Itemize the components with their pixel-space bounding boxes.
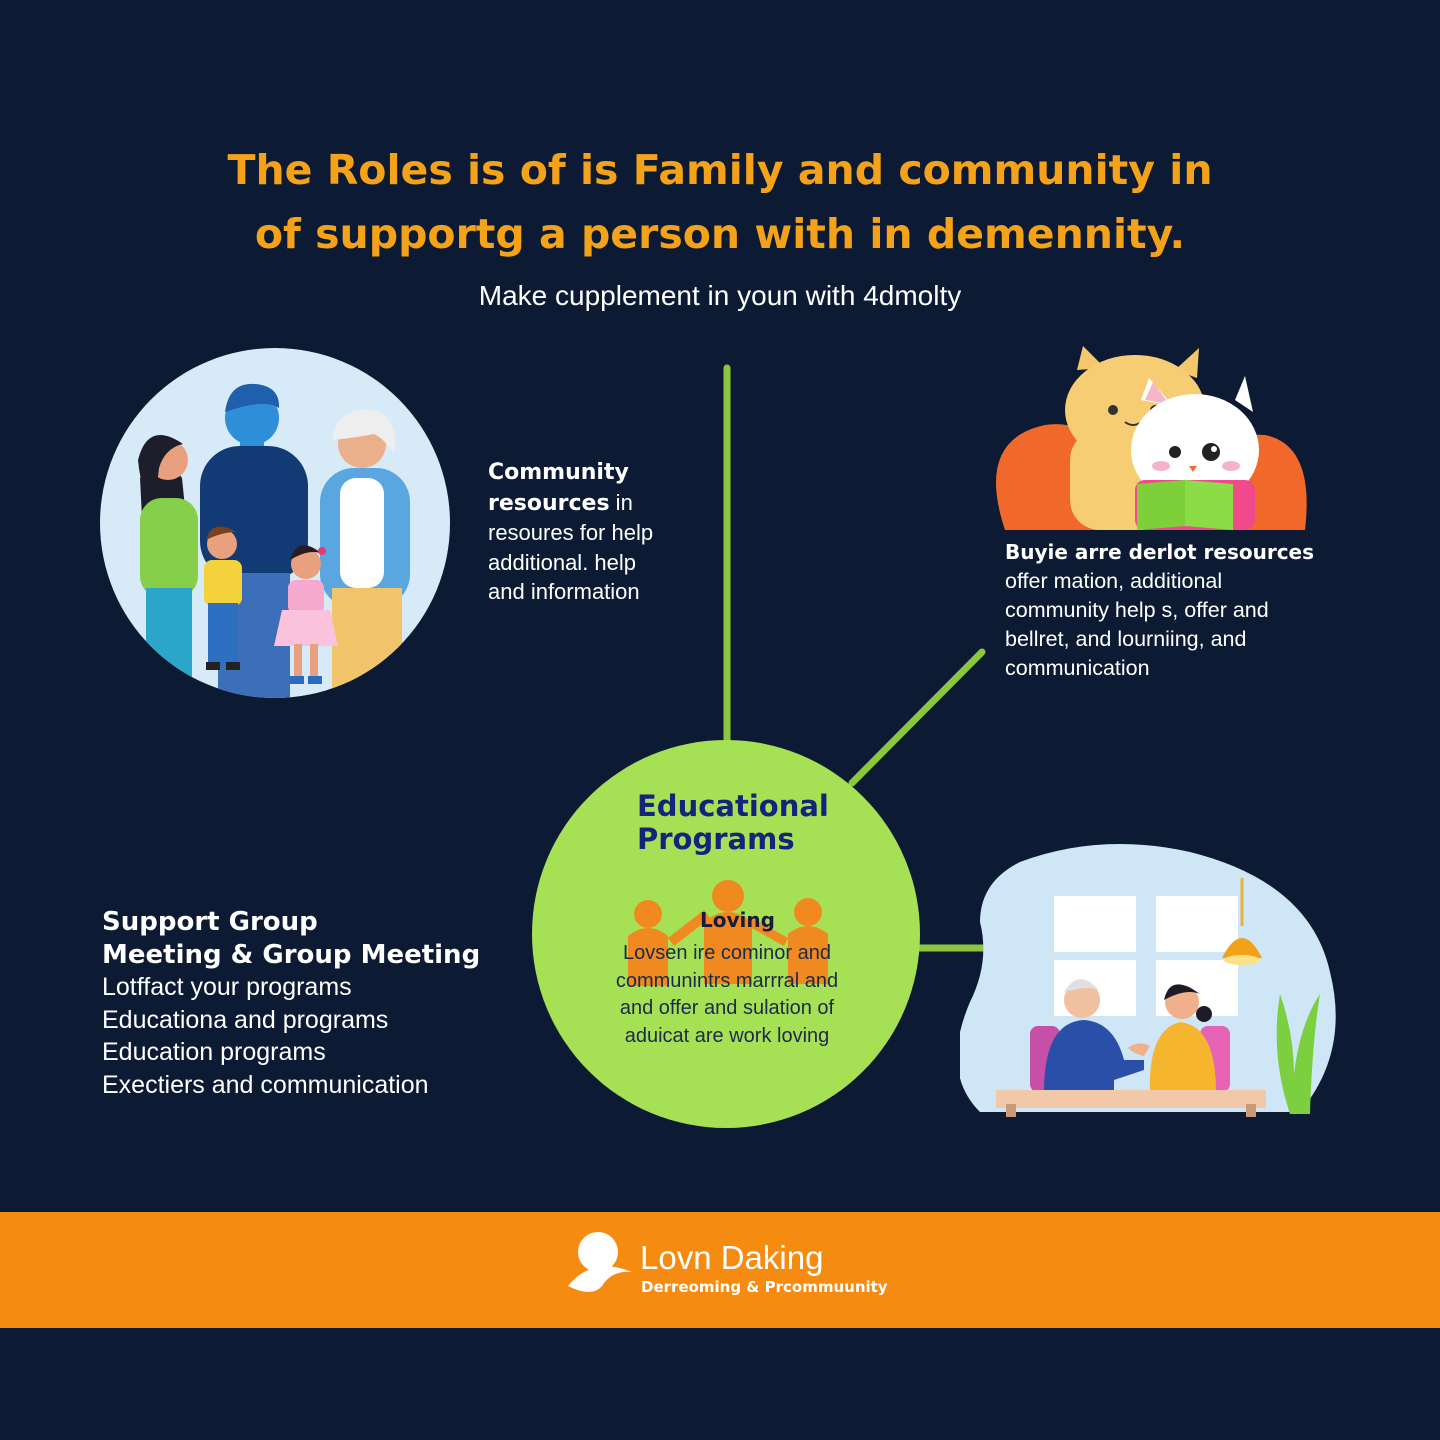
resources-line: community help s, offer and bbox=[1005, 598, 1269, 622]
community-resources-block: Community resources in resoures for help… bbox=[488, 458, 653, 607]
community-line: and information bbox=[488, 579, 640, 604]
educational-title-line1: Educational bbox=[637, 789, 829, 823]
people-group-icon bbox=[628, 880, 828, 986]
community-heading: Community bbox=[488, 460, 629, 485]
title-line-1: The Roles is of is Family and community … bbox=[227, 146, 1213, 194]
community-heading-rest: in bbox=[609, 489, 633, 515]
support-line: Educationa and programs bbox=[102, 1005, 389, 1034]
educational-line: aduicat are work loving bbox=[624, 1024, 830, 1047]
community-line: additional. help bbox=[488, 549, 637, 575]
brand-logo-icon bbox=[568, 1232, 632, 1292]
family-illustration bbox=[100, 348, 450, 698]
brand-name: Lovn Daking bbox=[640, 1239, 824, 1276]
brand-tagline: Derreoming & Prcommuunity bbox=[641, 1278, 888, 1296]
community-heading-line2: resources in bbox=[488, 488, 653, 519]
educational-line: Lovsen ire cominor and bbox=[623, 942, 831, 964]
community-line: resoures for help bbox=[488, 520, 654, 545]
support-line: Exectiers and communication bbox=[102, 1070, 429, 1099]
resources-block: Buyie arre derlot resources offer mation… bbox=[1005, 538, 1314, 683]
educational-title-line2: Programs bbox=[637, 822, 795, 856]
resources-line: bellret, and lourniing, and bbox=[1005, 627, 1247, 651]
educational-title: Educational Programs bbox=[637, 790, 829, 856]
educational-line: and offer and sulation of bbox=[619, 997, 835, 1019]
support-line: Education programs bbox=[102, 1038, 326, 1066]
connector-top-right bbox=[848, 648, 986, 787]
resources-heading: Buyie arre derlot resources bbox=[1005, 540, 1315, 564]
support-line: Lotffact your programs bbox=[102, 973, 352, 1001]
resources-line: offer mation, additional bbox=[1005, 569, 1223, 593]
page-title: The Roles is of is Family and community … bbox=[120, 138, 1320, 266]
page-subtitle: Make cupplement in youn with 4dmolty bbox=[478, 280, 962, 311]
support-group-block: Support Group Meeting & Group Meeting Lo… bbox=[102, 906, 480, 1101]
title-line-2: of supportg a person with in demennity. bbox=[254, 210, 1186, 258]
educational-body: Lovsen ire cominor and communintrs marrr… bbox=[592, 940, 862, 1050]
community-heading-bold: resources bbox=[488, 490, 610, 516]
support-heading: Support Group bbox=[102, 907, 318, 937]
educational-line: communintrs marrral and bbox=[615, 969, 839, 992]
resources-line: communication bbox=[1005, 656, 1150, 680]
support-subheading: Meeting & Group Meeting bbox=[102, 939, 481, 970]
cats-reading-illustration bbox=[996, 346, 1307, 530]
educational-label: Loving bbox=[700, 908, 775, 932]
footer-bar bbox=[0, 1212, 1440, 1328]
meeting-illustration bbox=[960, 844, 1336, 1117]
